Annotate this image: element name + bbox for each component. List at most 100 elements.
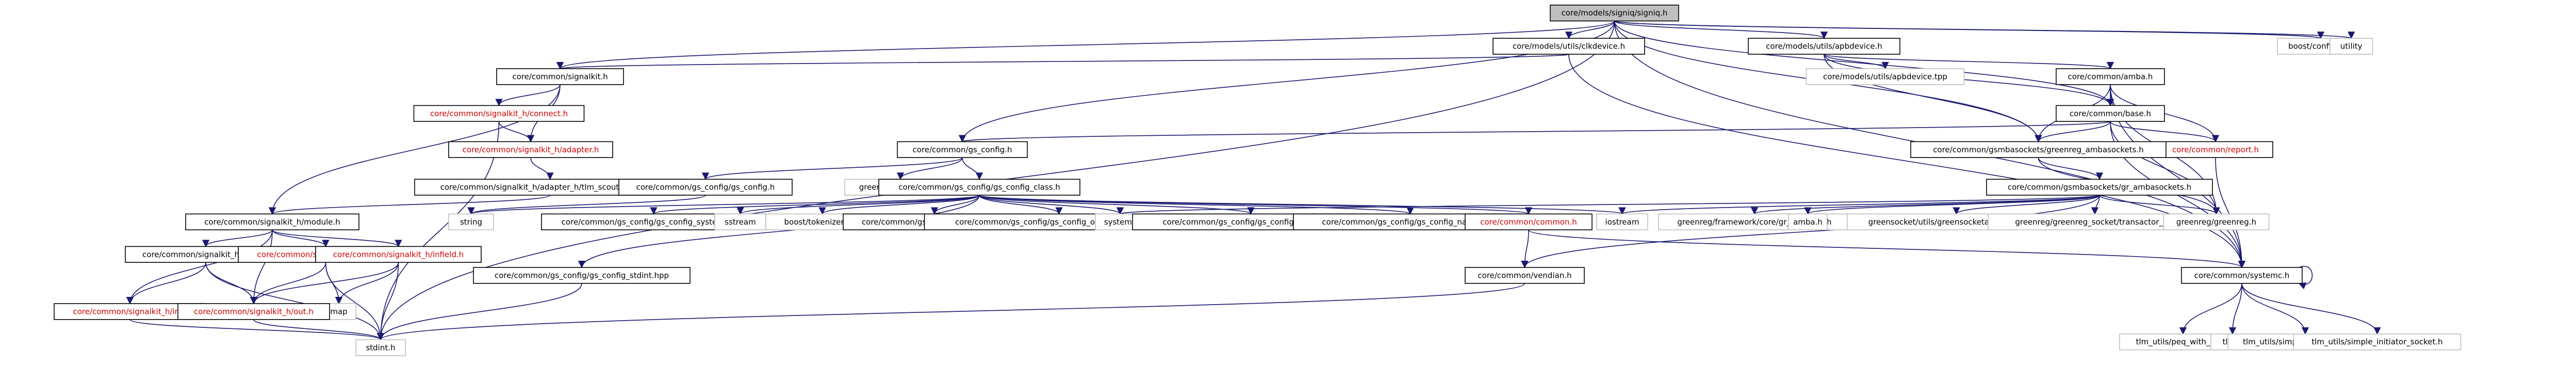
edge-systemch-to-systemch bbox=[2298, 266, 2313, 290]
node-label: core/common/signalkit_h/connect.h bbox=[430, 109, 568, 119]
node-skout[interactable]: core/common/signalkit_h/out.h bbox=[177, 303, 330, 320]
node-label: core/common/signalkit_h/in.h bbox=[73, 307, 187, 316]
edge-root-to-signalkit bbox=[556, 20, 1615, 70]
edge-skinput-to-skout bbox=[205, 262, 258, 305]
node-skadapter[interactable]: core/common/signalkit_h/adapter.h bbox=[448, 141, 613, 158]
edge-base-to-gsconfig bbox=[959, 121, 2111, 142]
node-label: core/models/utils/apbdevice.h bbox=[1766, 42, 1882, 51]
node-gsconfig[interactable]: core/common/gs_config.h bbox=[897, 141, 1028, 158]
node-box bbox=[1806, 68, 1965, 85]
edge-skconnect-to-skadapter bbox=[498, 121, 535, 142]
node-box bbox=[1465, 213, 1593, 230]
node-label: core/common/common.h bbox=[1480, 217, 1577, 227]
node-report[interactable]: core/common/report.h bbox=[2158, 141, 2273, 158]
node-label: greenreg/greenreg.h bbox=[2176, 217, 2256, 227]
node-label: amba.h bbox=[1793, 217, 1823, 227]
edge-gsconfigclass-to-sstream bbox=[736, 195, 980, 215]
edge-clkdevice-to-systemch bbox=[1568, 54, 2246, 268]
node-label: systemc bbox=[1104, 217, 1136, 227]
node-label: core/common/signalkit_h/module.h bbox=[204, 217, 340, 227]
node-box bbox=[618, 179, 793, 196]
node-label: core/common/gs_config/gs_config_native.h… bbox=[1322, 217, 1498, 227]
node-systemch[interactable]: core/common/systemc.h bbox=[2181, 267, 2303, 284]
edge-common-to-systemch bbox=[1528, 229, 2245, 268]
node-box bbox=[2056, 68, 2165, 85]
node-signalkit[interactable]: core/common/signalkit.h bbox=[496, 68, 624, 85]
edge-gsconfigclass-to-iostream bbox=[979, 195, 1626, 215]
edge-grambasockets-to-systemc bbox=[1117, 195, 2100, 215]
node-box bbox=[2056, 105, 2165, 122]
edge-tlmadapter-to-skmodule bbox=[269, 195, 551, 215]
node-label: core/common/amba.h bbox=[2068, 72, 2153, 81]
node-label: string bbox=[460, 217, 482, 227]
node-iostream[interactable]: iostream bbox=[1596, 213, 1648, 230]
edge-clkdevice-to-signalkit bbox=[557, 54, 1569, 70]
node-apbdevice[interactable]: core/models/utils/apbdevice.h bbox=[1748, 38, 1900, 55]
edge-grambasockets-to-grcommon bbox=[1751, 195, 2100, 215]
edge-gsconfig-to-gsconfigf bbox=[702, 157, 963, 180]
edge-gsconfigclass-to-gsconfigsystemc bbox=[650, 195, 980, 215]
edge-gsconfig-to-greencontrol bbox=[896, 157, 963, 180]
node-label: core/common/gs_config/gs_config.h bbox=[636, 183, 775, 193]
node-box bbox=[1788, 213, 1828, 230]
edge-common-to-vendian bbox=[1521, 230, 1529, 268]
edge-skmodule-to-skselector bbox=[272, 229, 330, 247]
edge-skadapter-to-tlmadapter bbox=[530, 157, 554, 180]
node-label: core/common/gsmbasockets/greenreg_ambaso… bbox=[1933, 145, 2143, 155]
edge-skmodule-to-skinput bbox=[202, 229, 273, 247]
node-greenamba[interactable]: core/common/gsmbasockets/greenreg_ambaso… bbox=[1910, 141, 2167, 158]
edge-gsconfigclass-to-gsconfignative bbox=[979, 195, 1414, 215]
node-gsconfigclass[interactable]: core/common/gs_config/gs_config_class.h bbox=[878, 179, 1080, 196]
node-vendian[interactable]: core/common/vendian.h bbox=[1465, 267, 1585, 284]
edge-gsconfigclass-to-gsconfigdelegate bbox=[979, 195, 1255, 215]
node-string[interactable]: string bbox=[448, 213, 494, 230]
node-ambah[interactable]: amba.h bbox=[1788, 213, 1828, 230]
node-box bbox=[473, 267, 691, 284]
node-skconnect[interactable]: core/common/signalkit_h/connect.h bbox=[413, 105, 585, 122]
edge-base-to-report bbox=[2110, 121, 2220, 142]
node-box bbox=[2181, 267, 2303, 284]
node-label: tlm_utils/peq_with_get.h bbox=[2136, 337, 2230, 347]
node-box bbox=[1492, 38, 1645, 55]
edge-gsconfigclass-to-common bbox=[979, 195, 1532, 215]
node-sstream[interactable]: sstream bbox=[714, 213, 766, 230]
node-label: core/common/systemc.h bbox=[2194, 271, 2290, 280]
node-skinfield[interactable]: core/common/signalkit_h/infield.h bbox=[315, 246, 482, 263]
node-stdint[interactable]: stdint.h bbox=[355, 339, 406, 356]
node-gsconfigstdint[interactable]: core/common/gs_config/gs_config_stdint.h… bbox=[473, 267, 691, 284]
edge-apbdevice-to-base bbox=[1824, 54, 2114, 106]
node-grambasockets[interactable]: core/common/gsmbasockets/gr_ambasockets.… bbox=[1986, 179, 2213, 196]
edge-grambasockets-to-ambah bbox=[1804, 195, 2100, 215]
node-label: map bbox=[330, 307, 347, 316]
node-box bbox=[878, 179, 1080, 196]
edge-gsconfigclass-to-systemc bbox=[979, 195, 1124, 215]
node-label: stdint.h bbox=[366, 343, 395, 352]
edge-skmodule-to-skinfield bbox=[272, 229, 402, 247]
node-box bbox=[1986, 179, 2213, 196]
node-box bbox=[2163, 213, 2270, 230]
node-utility[interactable]: utility bbox=[2329, 38, 2373, 55]
node-greenreg[interactable]: greenreg/greenreg.h bbox=[2163, 213, 2270, 230]
node-skmodule[interactable]: core/common/signalkit_h/module.h bbox=[185, 213, 359, 230]
edge-root-to-utility bbox=[1614, 20, 2355, 39]
edge-skinfield-to-skout bbox=[250, 262, 399, 305]
node-label: core/models/utils/apbdevice.tpp bbox=[1823, 72, 1947, 81]
node-gsconfigf[interactable]: core/common/gs_config/gs_config.h bbox=[618, 179, 793, 196]
node-base[interactable]: core/common/base.h bbox=[2056, 105, 2165, 122]
edge-skselector-to-skout bbox=[250, 262, 326, 305]
edge-root-to-base bbox=[1614, 21, 2114, 106]
node-common[interactable]: core/common/common.h bbox=[1465, 213, 1593, 230]
node-box bbox=[897, 141, 1028, 158]
node-clkdevice[interactable]: core/models/utils/clkdevice.h bbox=[1492, 38, 1645, 55]
node-box bbox=[1910, 141, 2167, 158]
node-amba[interactable]: core/common/amba.h bbox=[2056, 68, 2165, 85]
edge-gsconfigclass-to-gsconfigstdint bbox=[578, 195, 980, 268]
edge-base-to-greenreg bbox=[2110, 121, 2220, 215]
node-apbdevicetpp[interactable]: core/models/utils/apbdevice.tpp bbox=[1806, 68, 1965, 85]
node-label: core/common/gs_config/gs_config_stdint.h… bbox=[495, 271, 669, 280]
node-tlmsimpleinit[interactable]: tlm_utils/simple_initiator_socket.h bbox=[2293, 333, 2462, 351]
edge-skinput-to-stdint bbox=[205, 262, 385, 341]
edge-systemch-to-tlmpeq bbox=[2179, 283, 2242, 335]
edge-base-to-greenamba bbox=[2034, 121, 2111, 142]
edge-gsconfigclass-to-gsconfigt bbox=[930, 195, 980, 215]
